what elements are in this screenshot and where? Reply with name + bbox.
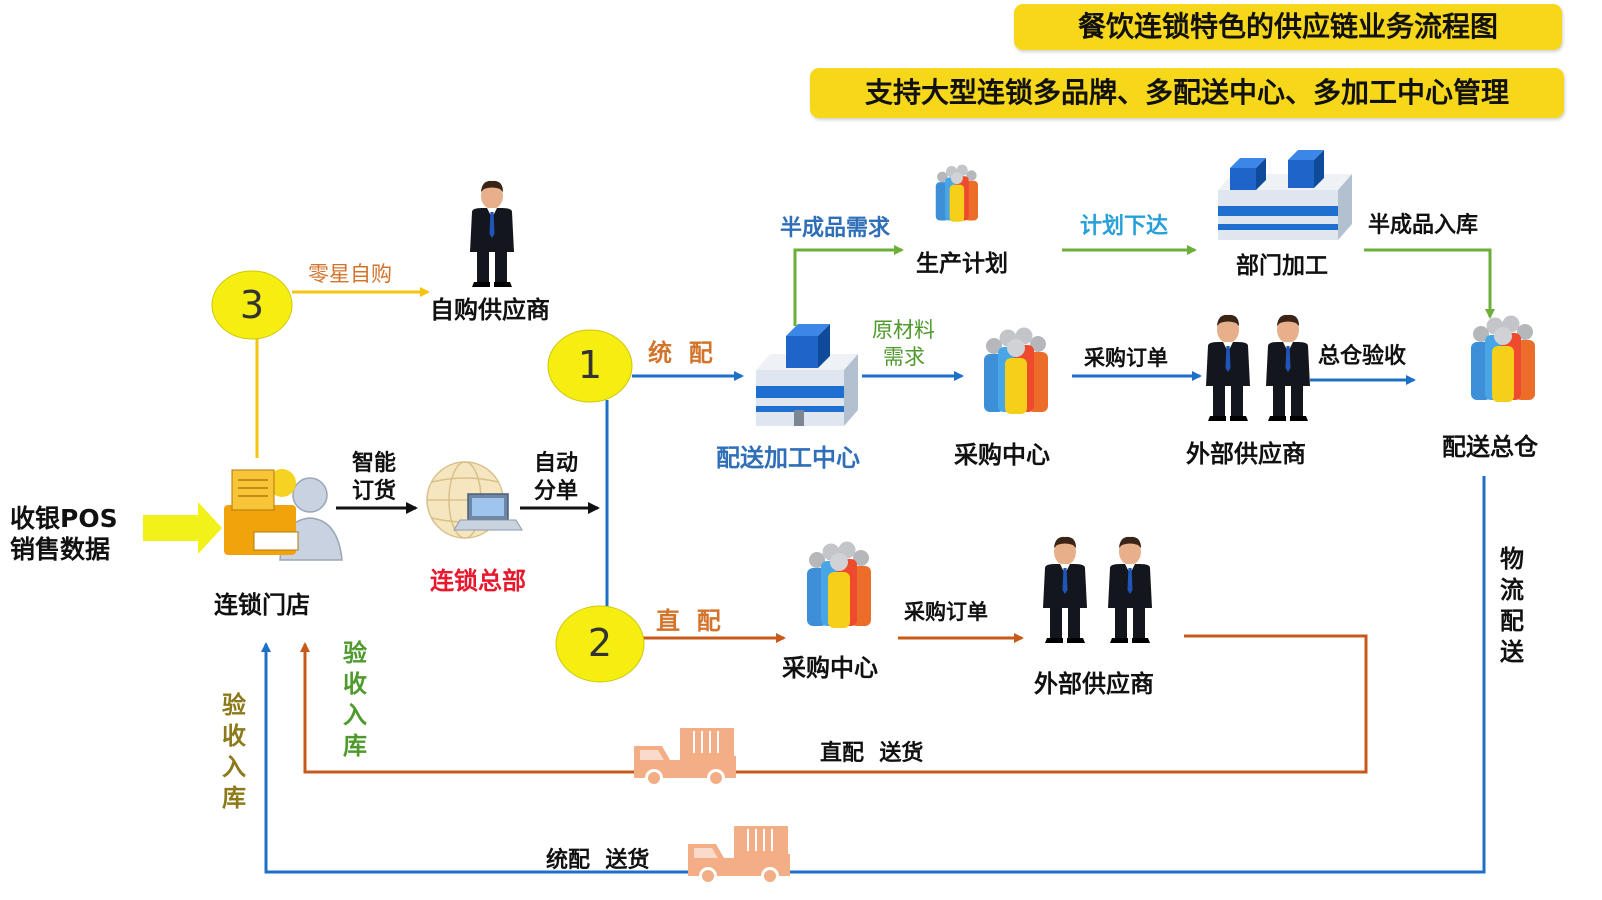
pos-data-label-1: 收银POS <box>10 504 118 533</box>
purchase-order-bottom-label: 采购订单 <box>904 600 988 624</box>
wh-acceptance-label: 总仓验收 <box>1318 344 1407 369</box>
people-group-icon <box>807 541 871 628</box>
dept-processing-label: 部门加工 <box>1236 253 1328 279</box>
purchase-center-top-label: 采购中心 <box>954 441 1050 469</box>
businessman-icon <box>1206 314 1250 421</box>
purchase-center-bottom-label: 采购中心 <box>782 654 878 682</box>
businessman-icon <box>1043 536 1087 643</box>
unified-delivery-label: 统配 送货 <box>546 848 650 873</box>
direct-delivery-return-arrow <box>300 634 1368 774</box>
badge-3 <box>211 270 293 340</box>
factory-icon <box>1218 150 1352 240</box>
dist-processing-center-label: 配送加工中心 <box>716 444 860 472</box>
building-icon <box>756 324 858 426</box>
direct-dist-label: 直 配 <box>656 607 721 635</box>
plan-issue-label: 计划下达 <box>1080 214 1169 239</box>
smart-order-label-2: 订货 <box>352 479 397 504</box>
raw-demand-label-1: 原材料 <box>872 318 935 342</box>
truck-icon <box>633 727 737 788</box>
logistics-return-arrow <box>261 476 1486 874</box>
external-supplier-top-label: 外部供应商 <box>1186 440 1306 468</box>
businessman-icon <box>1266 314 1310 421</box>
self-supplier-label: 自购供应商 <box>430 296 550 324</box>
globe-laptop-icon <box>426 461 523 539</box>
badge-2 <box>555 605 645 683</box>
main-title: 餐饮连锁特色的供应链业务流程图 <box>1077 10 1498 43</box>
badge-3-number: 3 <box>239 283 265 327</box>
chain-store-label: 连锁门店 <box>214 591 310 619</box>
badge-1-number: 1 <box>577 343 603 387</box>
purchase-order-top-label: 采购订单 <box>1084 346 1168 370</box>
badge-1 <box>547 329 633 403</box>
semi-demand-label: 半成品需求 <box>780 216 891 241</box>
main-title-banner: 餐饮连锁特色的供应链业务流程图 <box>1014 4 1562 50</box>
sub-title: 支持大型连锁多品牌、多配送中心、多加工中心管理 <box>864 76 1509 109</box>
auto-split-label-2: 分单 <box>534 479 579 504</box>
people-group-icon <box>1471 315 1535 402</box>
external-supplier-bottom-label: 外部供应商 <box>1034 670 1154 698</box>
truck-icon <box>687 825 791 886</box>
unified-dist-label: 统 配 <box>648 339 713 367</box>
pos-data-label-2: 销售数据 <box>10 535 111 564</box>
badge-2-number: 2 <box>587 621 613 665</box>
sporadic-purchase-label: 零星自购 <box>308 262 392 286</box>
people-group-icon <box>984 327 1048 414</box>
businessman-icon <box>470 180 514 287</box>
cashier-icon <box>224 469 343 561</box>
sub-title-banner: 支持大型连锁多品牌、多配送中心、多加工中心管理 <box>810 68 1564 118</box>
semi-inbound-label: 半成品入库 <box>1368 213 1479 238</box>
businessman-icon <box>1108 536 1152 643</box>
pos-input-arrow <box>143 502 222 554</box>
main-warehouse-label: 配送总仓 <box>1442 433 1538 461</box>
accept-inbound-olive-label: 验 收 入 库 <box>222 691 246 812</box>
production-plan-label: 生产计划 <box>916 251 1008 277</box>
chain-hq-label: 连锁总部 <box>430 567 526 595</box>
direct-delivery-label: 直配 送货 <box>820 741 924 766</box>
logistics-dist-label: 物 流 配 送 <box>1500 545 1524 666</box>
smart-order-label-1: 智能 <box>352 451 397 476</box>
raw-demand-label-2: 需求 <box>883 345 925 369</box>
accept-inbound-green-label: 验 收 入 库 <box>343 639 367 760</box>
auto-split-label-1: 自动 <box>534 451 579 476</box>
people-group-icon <box>935 164 978 222</box>
semi-inbound-arrow <box>1364 248 1495 319</box>
semi-demand-arrow <box>793 245 904 326</box>
